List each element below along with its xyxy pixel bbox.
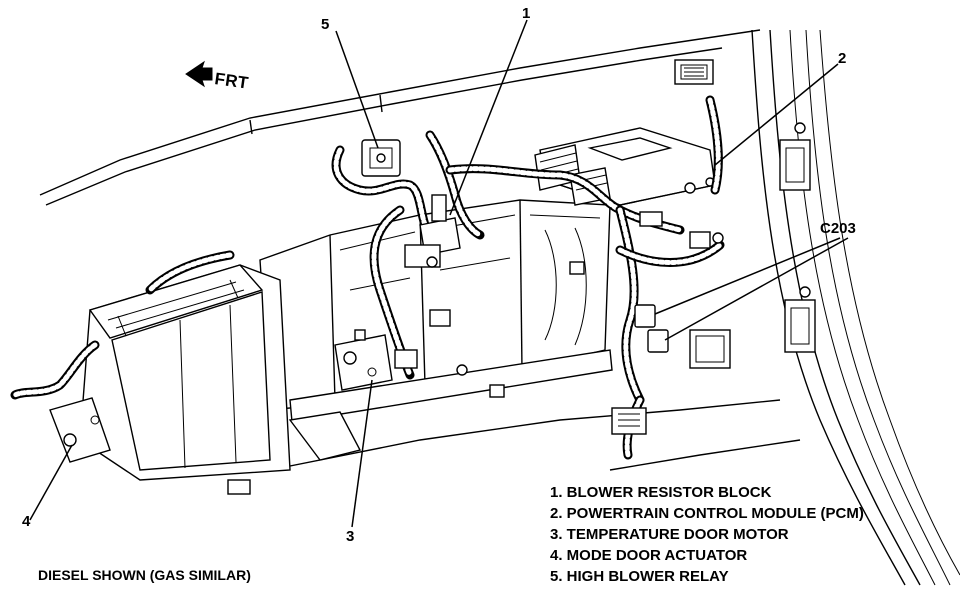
callout-4: 4 [22, 513, 31, 530]
pcm-module [534, 127, 716, 206]
c203-connectors [634, 211, 724, 353]
legend-item-2: 2. POWERTRAIN CONTROL MODULE (PCM) [550, 505, 864, 522]
callout-5: 5 [321, 16, 329, 33]
high-blower-relay [361, 139, 401, 177]
legend-item-1: 1. BLOWER RESISTOR BLOCK [550, 484, 772, 501]
lower-hinge [784, 299, 816, 353]
leader-5 [335, 30, 379, 149]
leader-1 [449, 19, 528, 216]
front-label: FRT [213, 69, 250, 93]
dashboard-outline [39, 29, 801, 471]
front-orientation: FRT [185, 60, 250, 93]
footer-note: DIESEL SHOWN (GAS SIMILAR) [38, 567, 251, 583]
legend-item-5: 5. HIGH BLOWER RELAY [550, 568, 729, 585]
mode-door-housing [49, 264, 291, 481]
leader-4 [29, 444, 73, 521]
legend-item-4: 4. MODE DOOR ACTUATOR [550, 547, 747, 564]
callout-2: 2 [838, 50, 846, 67]
leader-2 [714, 63, 839, 166]
callout-3: 3 [346, 528, 354, 545]
leader-c203-a [654, 237, 841, 315]
callout-1: 1 [522, 5, 530, 22]
mode-door-actuator-body [49, 397, 111, 463]
front-arrow-icon [185, 60, 213, 88]
harness-connector [611, 407, 647, 435]
leader-c203-b [664, 237, 849, 341]
leader-3 [351, 379, 373, 528]
callout-c203: C203 [820, 220, 856, 237]
blower-resistor-block [404, 194, 461, 268]
legend-item-3: 3. TEMPERATURE DOOR MOTOR [550, 526, 789, 543]
temperature-door-motor [334, 329, 418, 391]
a-pillar [674, 29, 960, 586]
legend: 1. BLOWER RESISTOR BLOCK 2. POWERTRAIN C… [550, 484, 864, 585]
leader-lines [29, 19, 849, 528]
